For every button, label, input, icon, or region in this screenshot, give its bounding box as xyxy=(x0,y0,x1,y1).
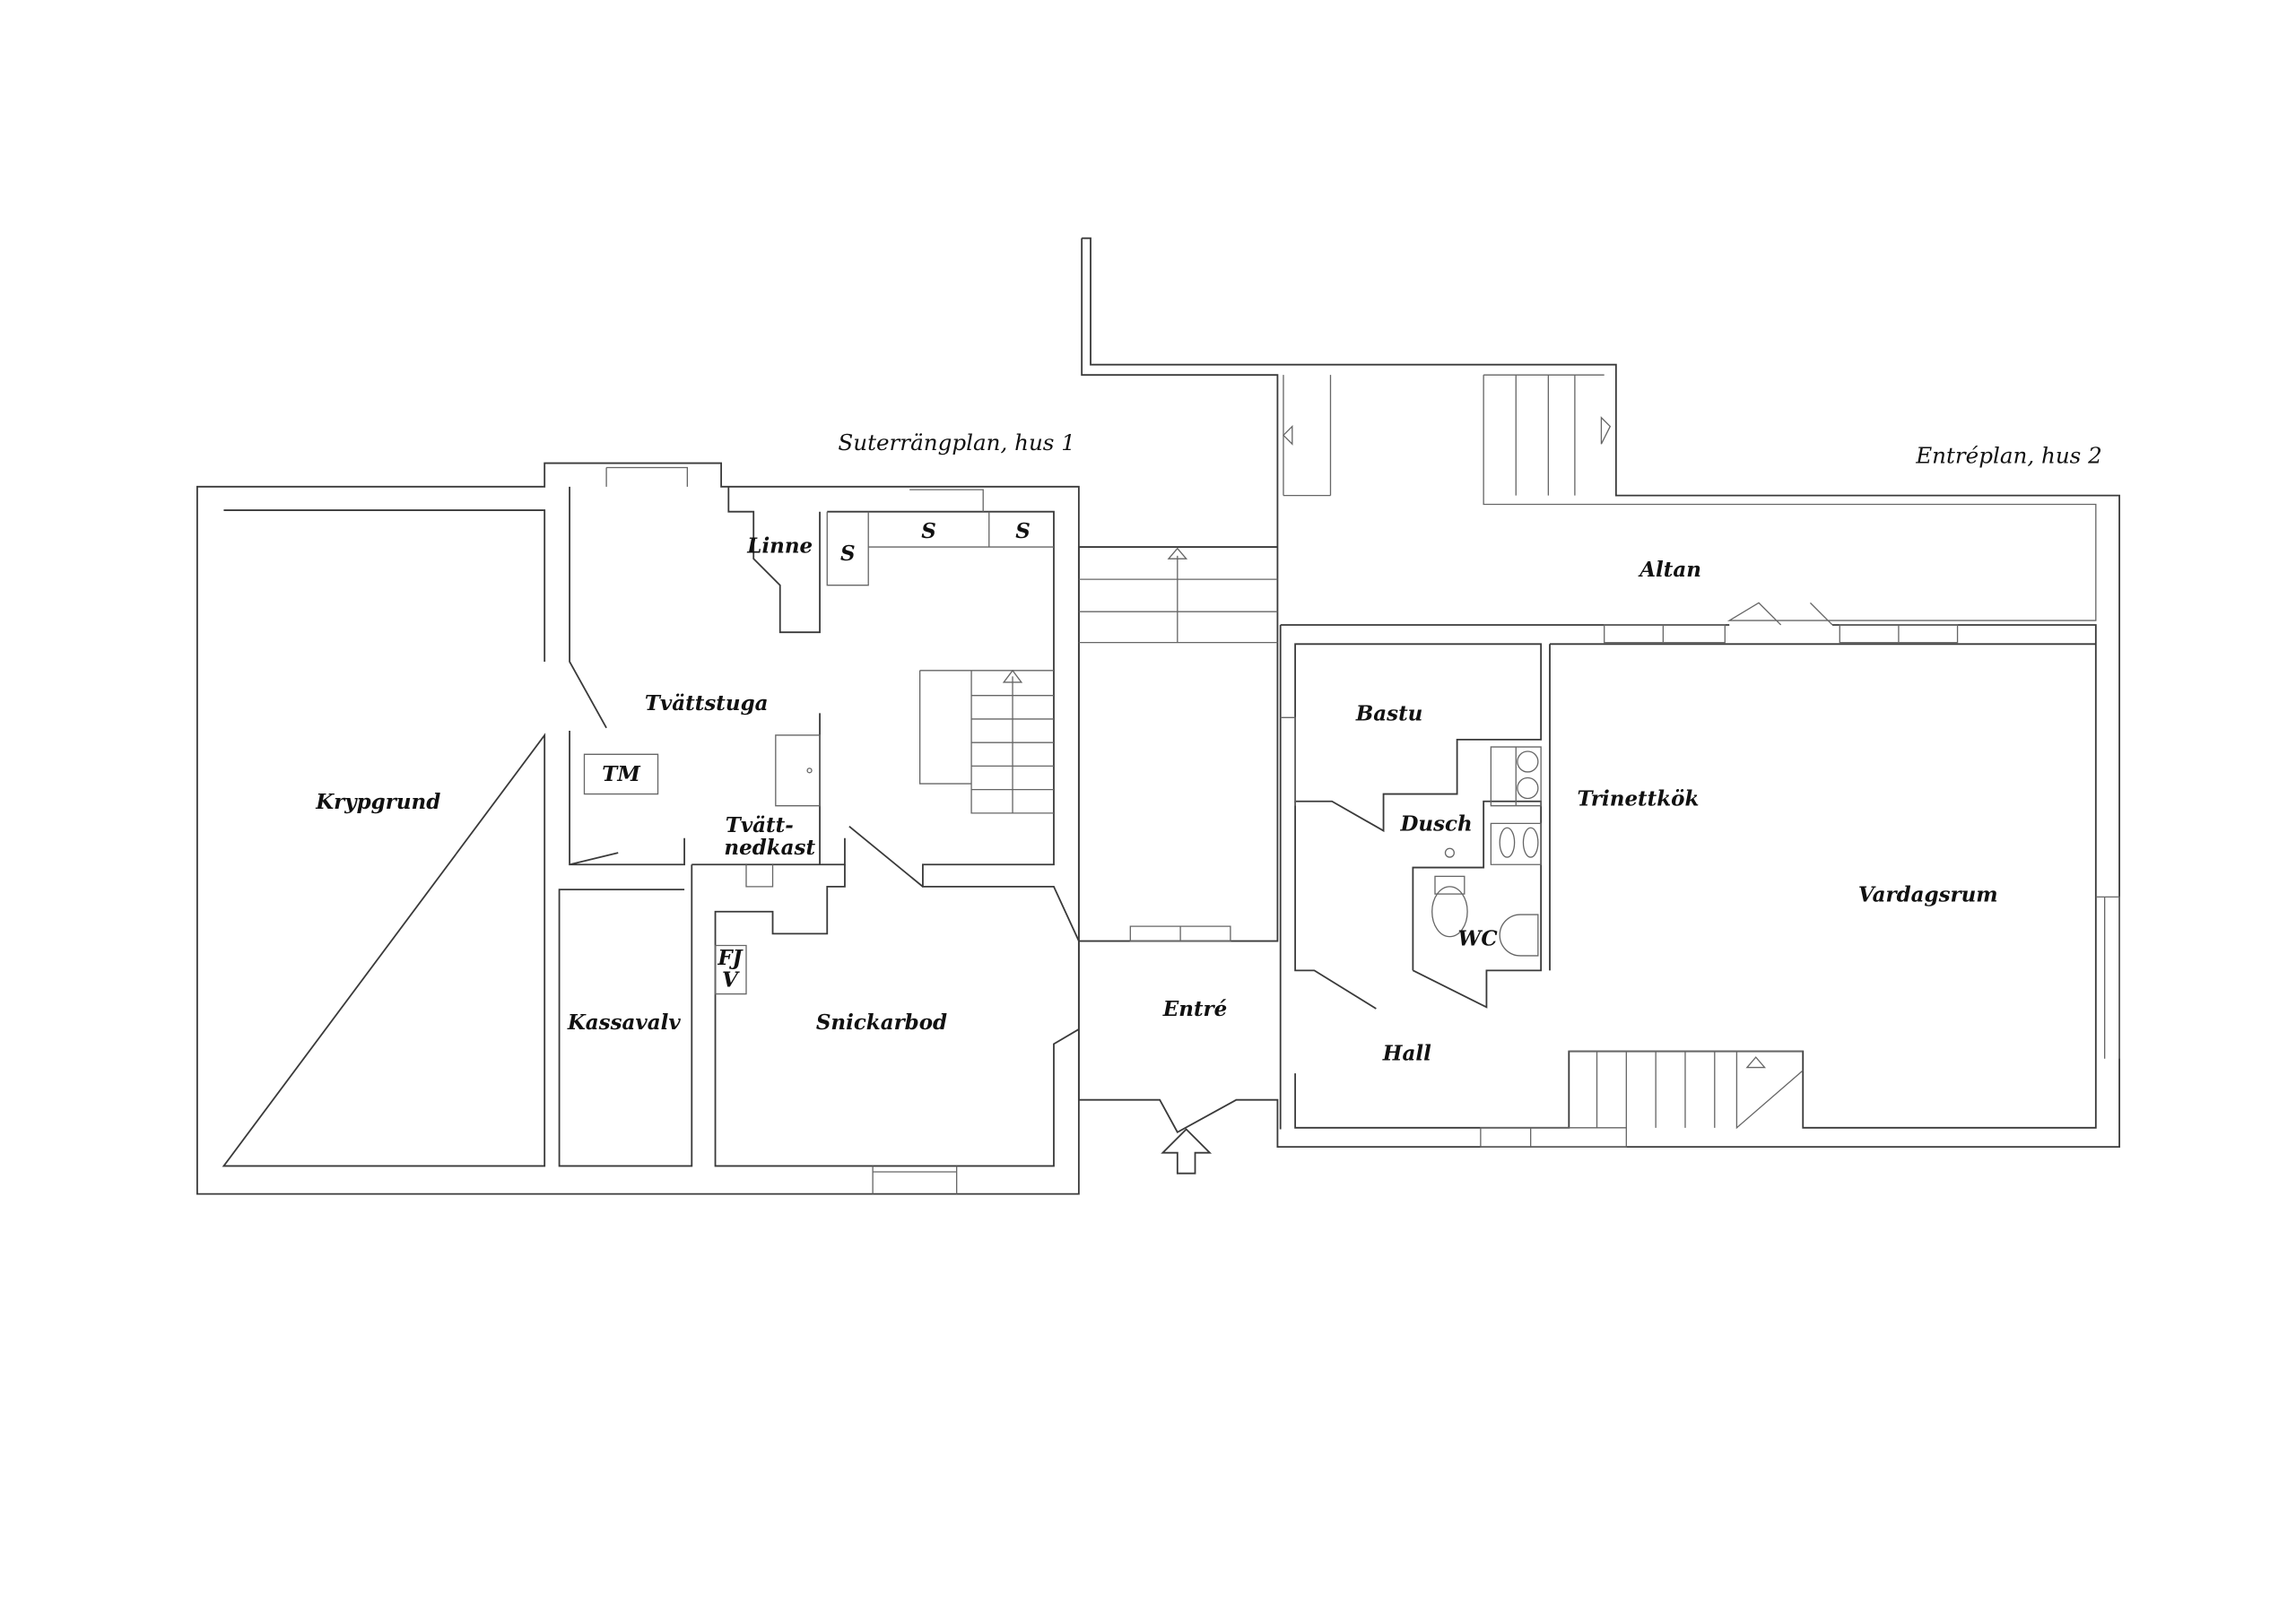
title-suterrangplan: Suterrängplan, hus 1 xyxy=(838,429,1074,455)
stair-arrow-icon xyxy=(1002,416,1767,1069)
room-vardagsrum: Vardagsrum xyxy=(1858,882,1998,906)
room-wc: WC xyxy=(1458,926,1499,950)
room-linne: Linne xyxy=(746,534,813,559)
sink-icon xyxy=(1499,914,1539,957)
room-entre: Entré xyxy=(1162,997,1228,1021)
storage-s2: S xyxy=(921,519,936,543)
label-tvattnedkast-2: nedkast xyxy=(724,836,815,860)
room-trinettkok: Trinettkök xyxy=(1578,787,1700,811)
entrance-arrow-icon xyxy=(1161,1128,1213,1175)
label-v: V xyxy=(722,967,740,992)
title-entreplan: Entréplan, hus 2 xyxy=(1915,443,2102,469)
storage-s3: S xyxy=(1015,519,1031,543)
room-altan: Altan xyxy=(1638,558,1701,582)
label-tm: TM xyxy=(602,762,640,786)
room-hall: Hall xyxy=(1382,1041,1431,1065)
house-2-walls xyxy=(1077,237,2120,1149)
room-tvattstuga: Tvättstuga xyxy=(645,691,769,715)
room-krypgrund: Krypgrund xyxy=(315,790,440,814)
room-dusch: Dusch xyxy=(1400,812,1473,837)
label-fj: FJ xyxy=(717,946,744,970)
room-bastu: Bastu xyxy=(1355,702,1423,726)
storage-s1: S xyxy=(840,542,856,566)
room-snickarbod: Snickarbod xyxy=(816,1010,947,1035)
room-kassavalv: Kassavalv xyxy=(567,1010,682,1035)
label-tvattnedkast-1: Tvätt- xyxy=(726,813,794,837)
toilet-icon xyxy=(1431,847,1468,938)
house-1-walls xyxy=(196,462,1080,1195)
